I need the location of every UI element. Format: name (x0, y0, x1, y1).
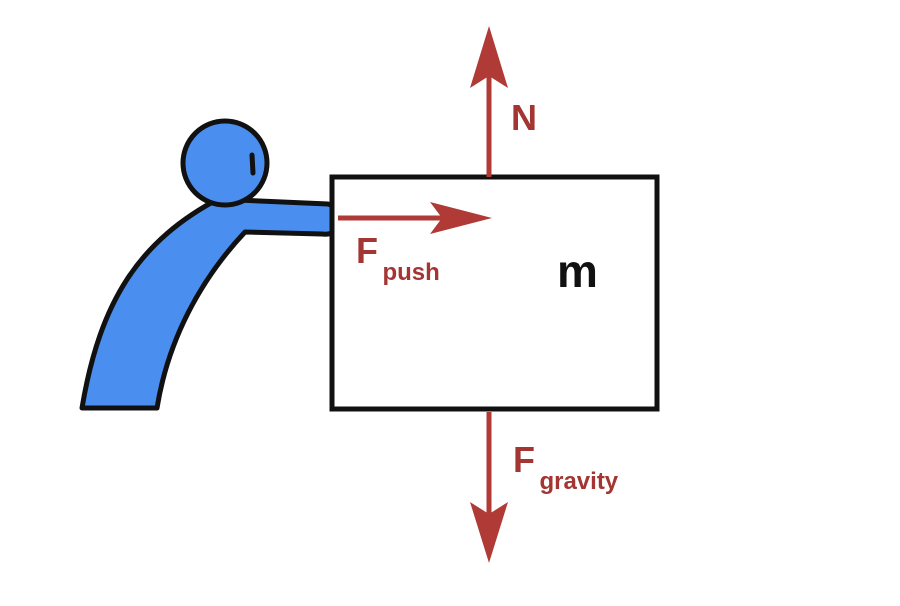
mass-label: m (557, 245, 598, 297)
gravity-force-symbol: F (513, 439, 535, 480)
normal-force-arrow (470, 26, 508, 177)
gravity-force-arrow (470, 412, 508, 563)
push-force-symbol: F (356, 230, 378, 271)
person-eye (249, 152, 256, 176)
push-force-arrow (338, 202, 492, 234)
person-head (180, 118, 270, 208)
person-figure (79, 118, 343, 411)
person-body (79, 195, 343, 411)
normal-force-label: N (511, 97, 537, 138)
mass-box (329, 174, 660, 412)
push-force-label: F push (356, 230, 440, 286)
gravity-force-subscript: gravity (539, 468, 618, 495)
gravity-force-label: F gravity (513, 439, 619, 495)
push-force-subscript: push (382, 259, 439, 286)
